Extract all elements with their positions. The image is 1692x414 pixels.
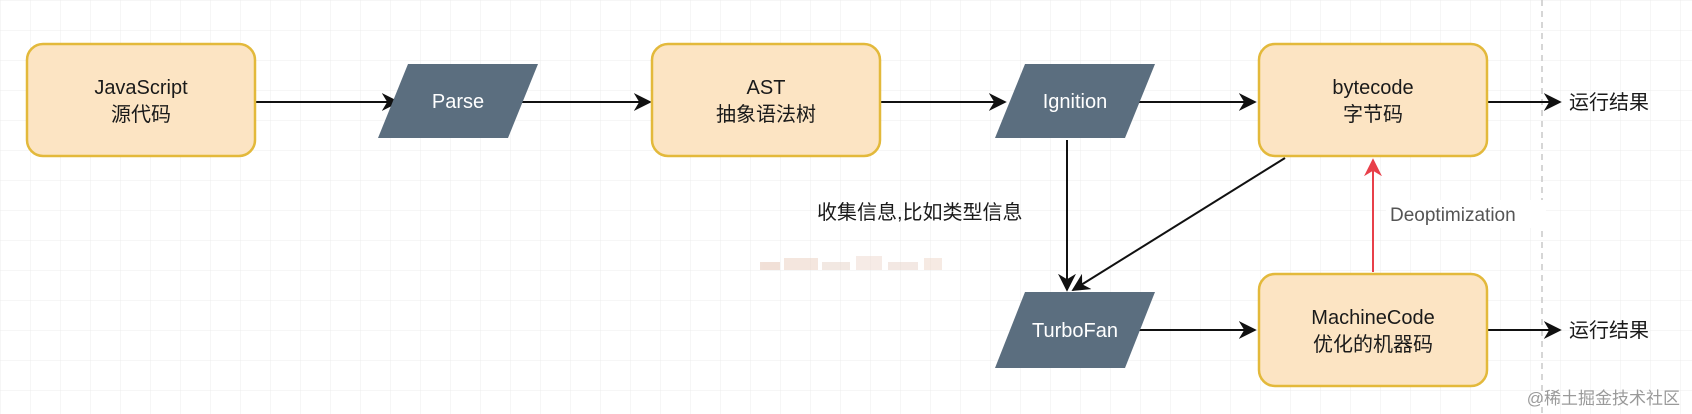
deoptimization-label: Deoptimization xyxy=(1390,205,1516,226)
node-ignition: Ignition xyxy=(995,64,1155,138)
node-machine-code-line2: 优化的机器码 xyxy=(1313,333,1433,356)
node-js-source-line1: JavaScript xyxy=(94,77,188,99)
node-parse: Parse xyxy=(378,64,538,138)
node-ast-box xyxy=(650,42,882,158)
node-ignition-shape xyxy=(995,64,1155,138)
node-bytecode-box xyxy=(1257,42,1489,158)
node-bytecode-line2: 字节码 xyxy=(1343,103,1403,126)
arrow-bytecode-to-turbofan xyxy=(1071,157,1286,291)
collect-info-label: 收集信息,比如类型信息 xyxy=(817,201,1023,224)
node-machine-code-line1: MachineCode xyxy=(1311,307,1434,329)
node-machine-code: MachineCode 优化的机器码 xyxy=(1257,272,1489,388)
node-js-source: JavaScript 源代码 xyxy=(25,42,257,158)
node-ast-line2: 抽象语法树 xyxy=(716,103,816,126)
node-machine-code-box xyxy=(1257,272,1489,388)
node-ignition-label: Ignition xyxy=(1043,91,1108,113)
node-bytecode-line1: bytecode xyxy=(1332,77,1413,99)
node-js-source-line2: 源代码 xyxy=(111,103,171,126)
node-ast: AST 抽象语法树 xyxy=(650,42,882,158)
result-label-bottom: 运行结果 xyxy=(1569,319,1649,342)
node-bytecode: bytecode 字节码 xyxy=(1257,42,1489,158)
deoptimization-label-bg xyxy=(1386,200,1546,228)
node-parse-shape xyxy=(378,64,538,138)
node-parse-label: Parse xyxy=(432,91,484,113)
blurred-smudge xyxy=(760,256,942,270)
node-turbofan-label: TurboFan xyxy=(1032,320,1118,342)
node-ast-line1: AST xyxy=(747,77,786,99)
node-js-source-box xyxy=(25,42,257,158)
node-turbofan-shape xyxy=(995,292,1155,368)
watermark: @稀土掘金技术社区 xyxy=(1527,389,1680,408)
result-label-top: 运行结果 xyxy=(1569,91,1649,114)
node-turbofan: TurboFan xyxy=(995,292,1155,368)
